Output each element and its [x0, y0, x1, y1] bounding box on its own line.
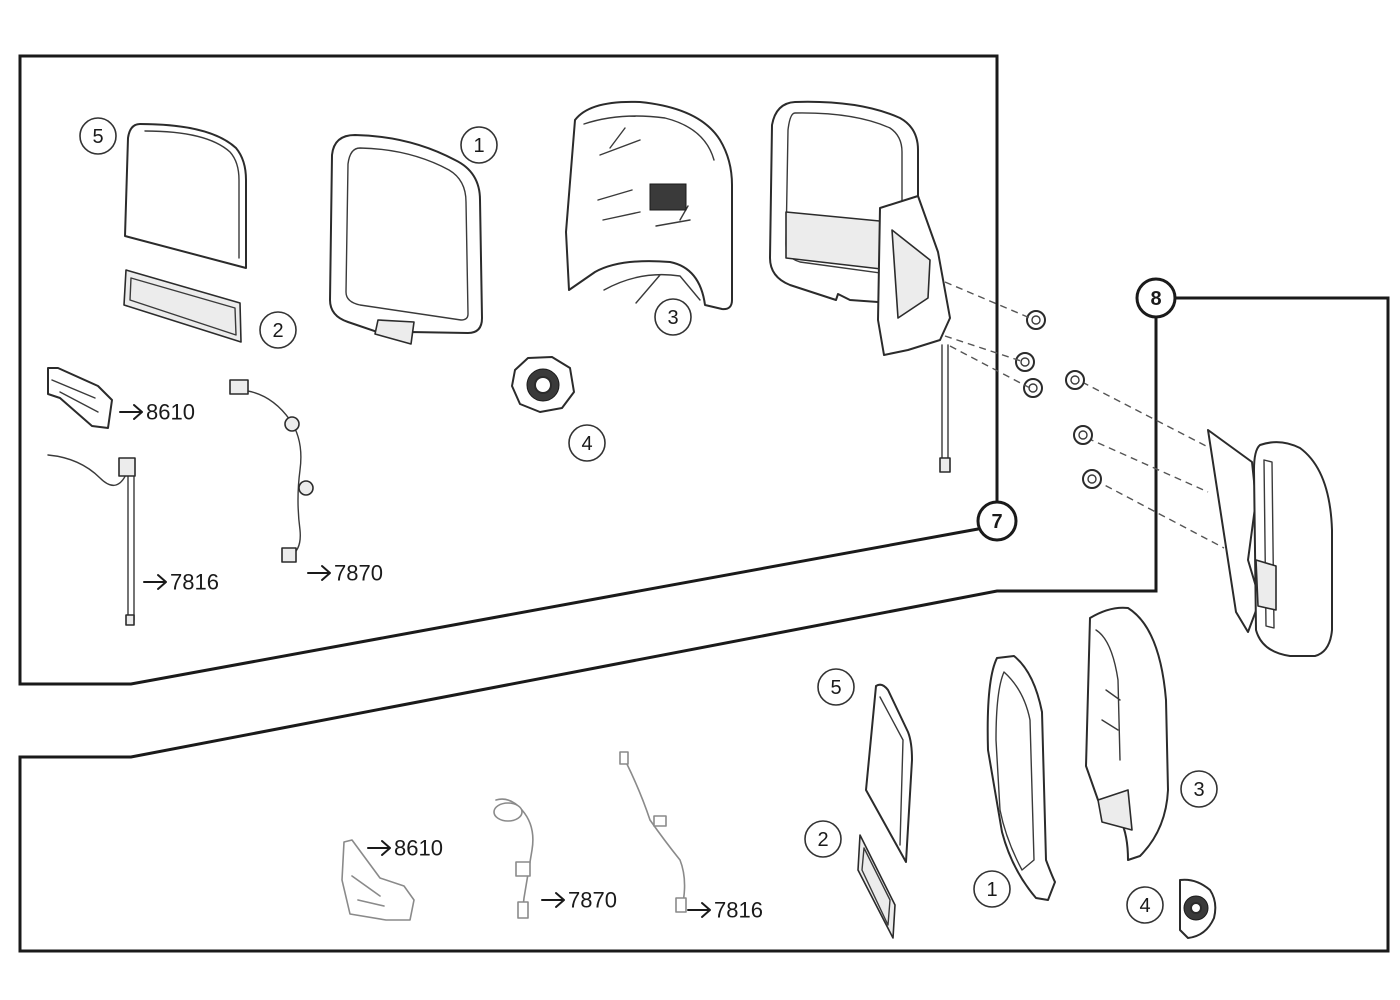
upper-callout-motor: 4	[568, 424, 606, 462]
lower-harness-part	[493, 798, 534, 919]
lower-callout-lamp: 2	[804, 820, 842, 858]
svg-text:5: 5	[92, 126, 103, 148]
svg-text:3: 3	[1193, 779, 1204, 801]
svg-text:3: 3	[667, 307, 678, 329]
assembly-7-frame	[18, 54, 999, 686]
upper-cable-part	[47, 454, 136, 626]
upper-turn-lamp-part	[123, 269, 242, 343]
assembly-8-callout: 8	[1135, 277, 1177, 319]
lower-glass-motor-part	[1179, 878, 1217, 939]
upper-callout-lamp: 2	[259, 311, 297, 349]
lower-callout-cover: 3	[1180, 770, 1218, 808]
lower-housing-cover-part	[1085, 606, 1169, 861]
lower-turn-lamp-part	[857, 834, 896, 939]
upper-bracket-ref-label: 8610	[146, 400, 195, 425]
lower-mirror-glass-part	[865, 683, 913, 863]
mounting-guide-lines	[944, 281, 1225, 549]
upper-harness-ref: 7870	[307, 561, 383, 586]
lower-cable-part	[619, 751, 687, 913]
upper-glass-motor-part	[511, 356, 575, 413]
lower-cable-ref: 7816	[687, 898, 763, 923]
upper-callout-frame: 1	[460, 126, 498, 164]
lower-callout-frame: 1	[973, 870, 1011, 908]
svg-text:1: 1	[986, 879, 997, 901]
upper-cable-ref-label: 7816	[170, 570, 219, 595]
upper-mirror-frame-part	[329, 134, 483, 345]
lower-callout-motor: 4	[1126, 886, 1164, 924]
upper-mounting-nuts	[1015, 310, 1046, 398]
lower-bracket-ref-label: 8610	[394, 836, 443, 861]
upper-mirror-glass-part	[124, 123, 247, 269]
upper-cable-ref: 7816	[143, 570, 219, 595]
upper-bracket-ref: 8610	[119, 400, 195, 425]
lower-harness-ref-label: 7870	[568, 888, 617, 913]
upper-callout-cover: 3	[654, 298, 692, 336]
lower-cable-ref-label: 7816	[714, 898, 763, 923]
upper-bracket-part	[47, 367, 113, 429]
lower-bracket-part	[341, 839, 415, 921]
upper-harness-ref-label: 7870	[334, 561, 383, 586]
assembly-8-frame	[18, 296, 1390, 953]
svg-text:2: 2	[817, 829, 828, 851]
svg-text:2: 2	[272, 320, 283, 342]
lower-mounting-nuts	[1065, 370, 1102, 489]
upper-mirror-assembly-part	[769, 100, 951, 473]
svg-text:5: 5	[830, 677, 841, 699]
lower-mirror-frame-part	[986, 655, 1056, 901]
assembly-7-callout: 7	[976, 500, 1018, 542]
upper-harness-part	[229, 379, 314, 563]
svg-text:7: 7	[991, 511, 1002, 533]
svg-text:4: 4	[581, 433, 592, 455]
upper-callout-glass: 5	[79, 117, 117, 155]
upper-housing-cover-part	[565, 100, 733, 311]
lower-mirror-assembly-part	[1207, 429, 1333, 657]
lower-callout-glass: 5	[817, 668, 855, 706]
svg-text:4: 4	[1139, 895, 1150, 917]
svg-text:8: 8	[1150, 288, 1161, 310]
svg-text:1: 1	[473, 135, 484, 157]
lower-bracket-ref: 8610	[367, 836, 443, 861]
lower-harness-ref: 7870	[541, 888, 617, 913]
